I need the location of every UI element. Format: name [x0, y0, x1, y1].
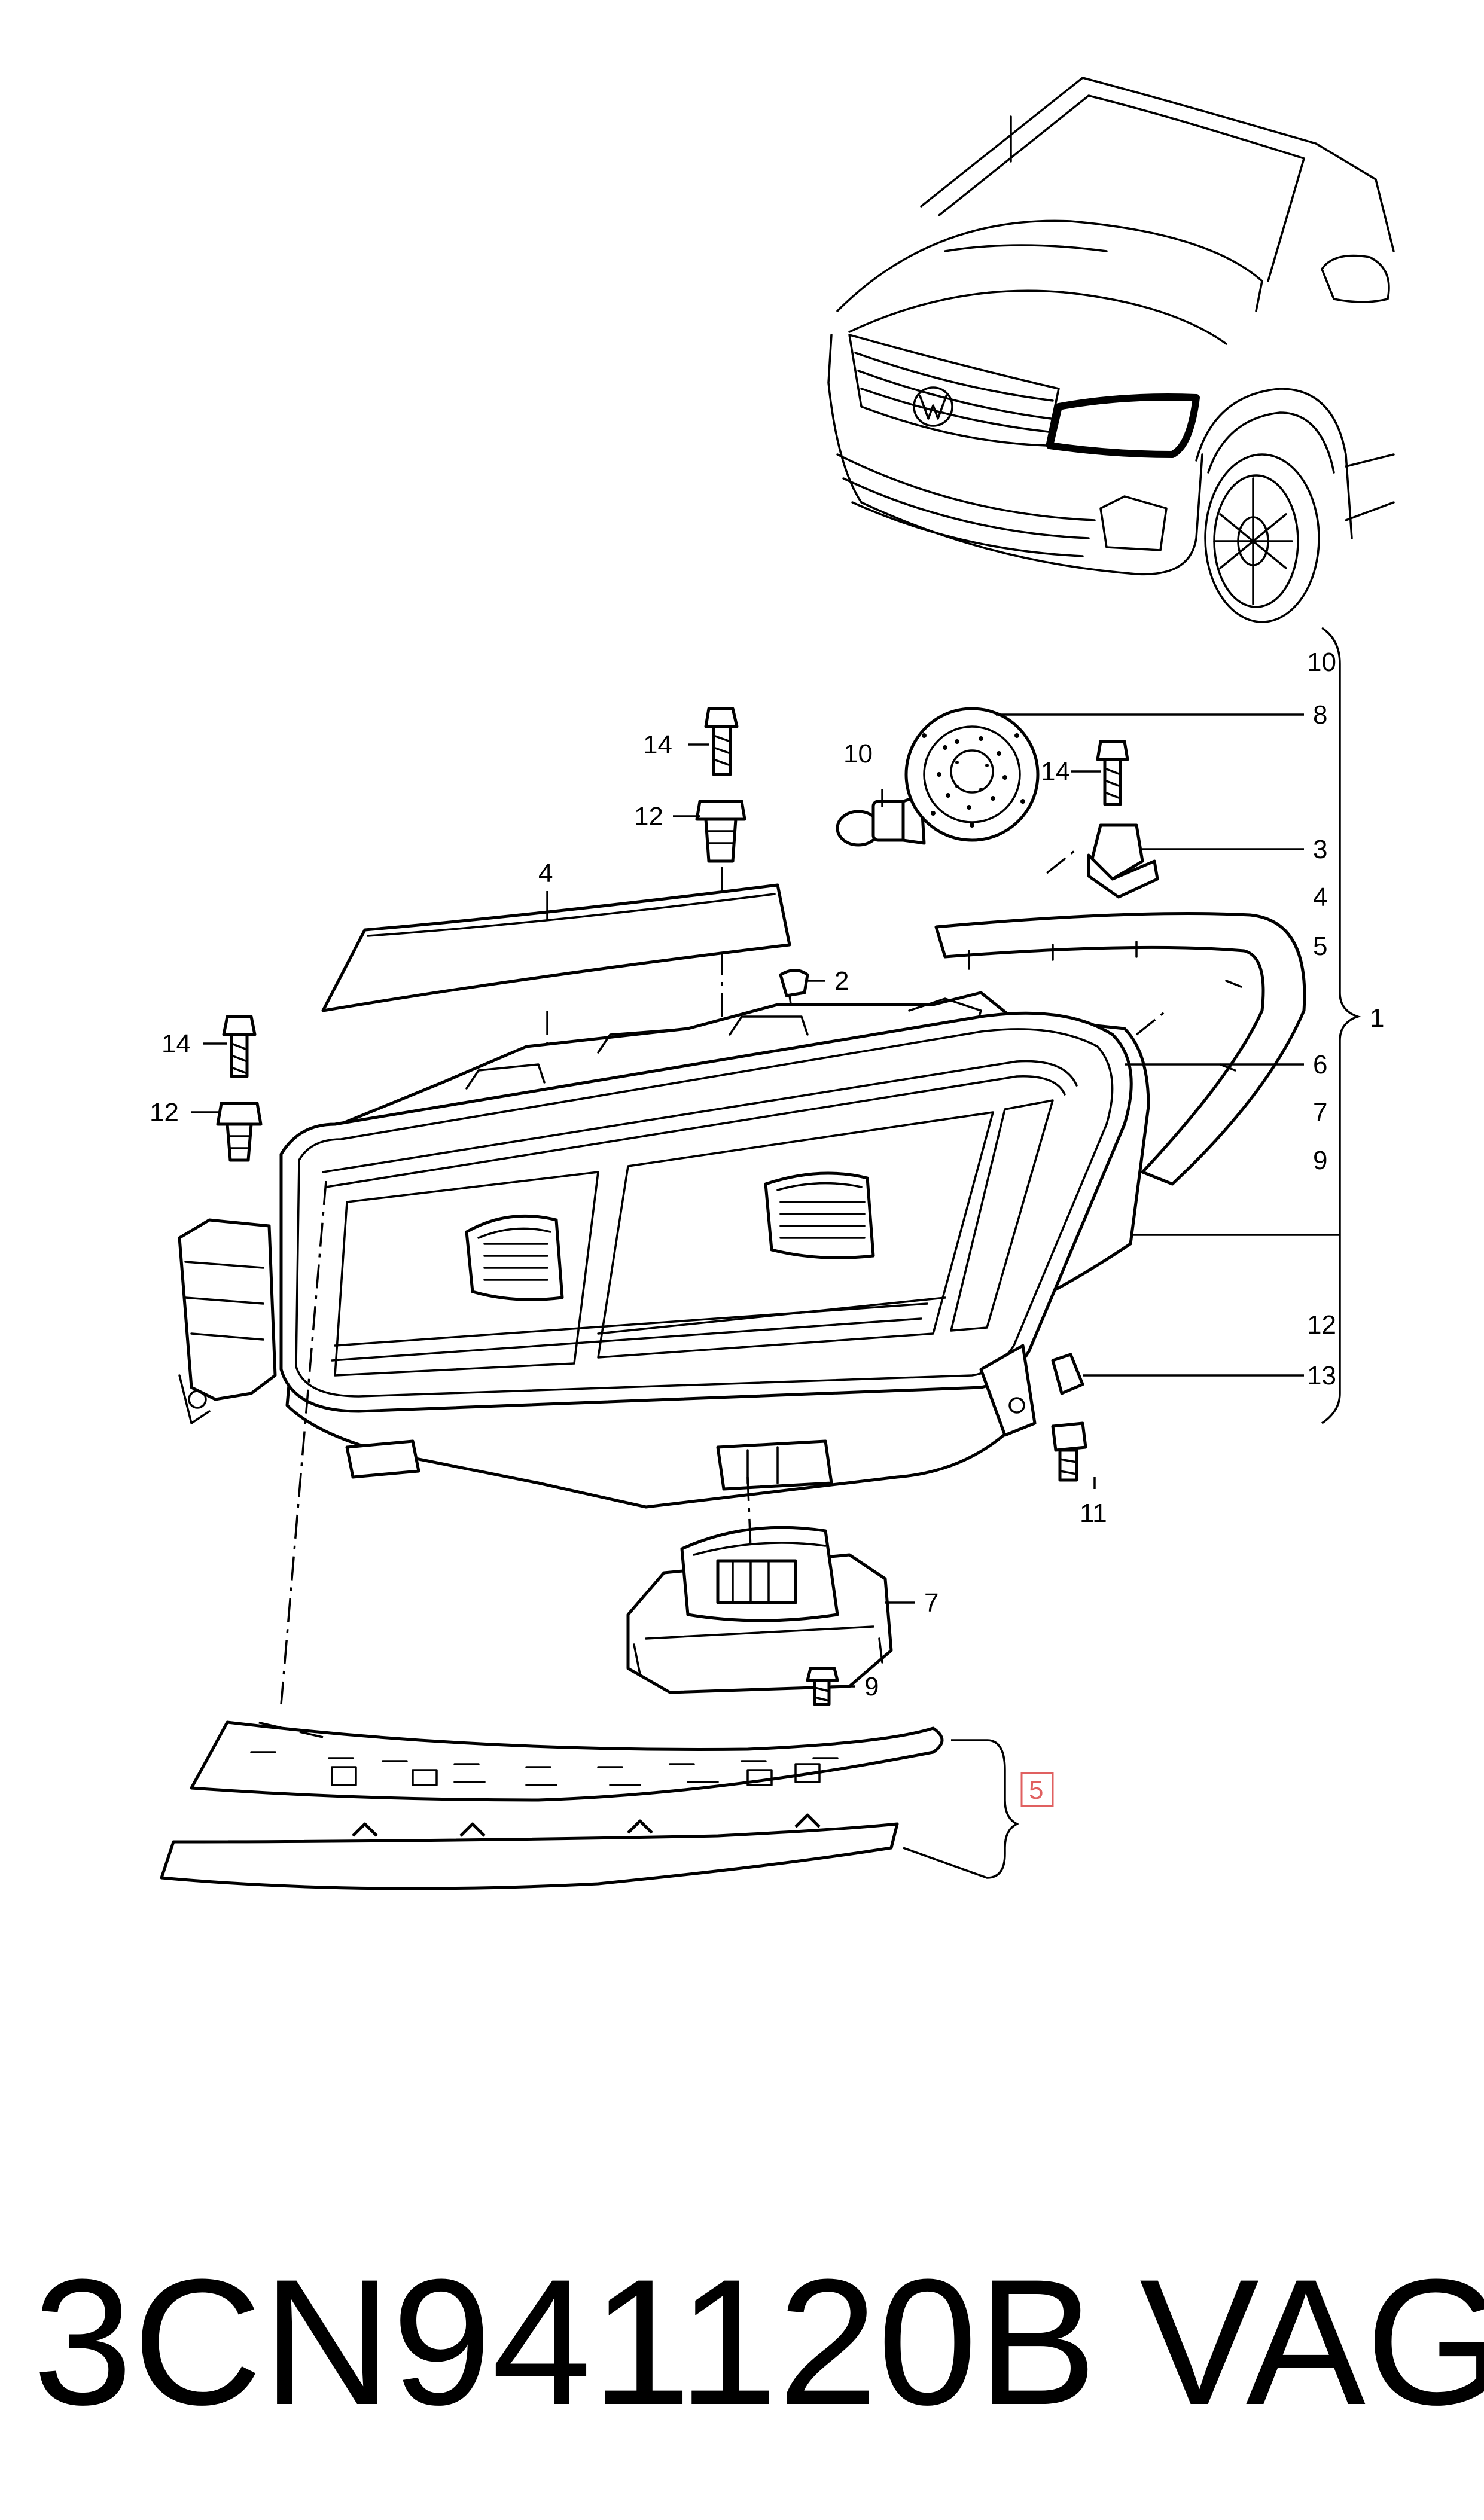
callout-3: 3 — [1313, 835, 1327, 864]
screw-part-11 — [1051, 1421, 1087, 1482]
callout-2: 2 — [834, 966, 849, 996]
callout-12-right: 12 — [1307, 1310, 1336, 1340]
screw-and-grommet-top — [695, 707, 746, 1029]
trim-strip-part — [321, 883, 791, 1106]
screw-and-clip-right — [1087, 740, 1159, 899]
callout-10: 10 — [843, 739, 873, 768]
callout-14-left: 14 — [161, 1029, 191, 1058]
clip-part-13 — [1051, 1353, 1084, 1395]
callout-leaders — [191, 713, 1304, 1688]
callout-13: 13 — [1307, 1361, 1336, 1390]
brand-label: VAG — [1139, 2241, 1484, 2442]
callout-7: 7 — [924, 1588, 938, 1618]
screw-and-grommet-left — [216, 1015, 263, 1162]
callout-6: 6 — [1313, 1050, 1327, 1079]
callout-4-right: 4 — [1313, 883, 1327, 912]
headlamp-assembly — [178, 991, 1150, 1705]
callout-9-right: 9 — [1313, 1146, 1327, 1175]
callout-1: 1 — [1370, 1003, 1384, 1033]
callout-12-top: 12 — [634, 802, 663, 831]
screw-part-9 — [806, 1667, 839, 1706]
part-number: 3CN941120B — [33, 2241, 1097, 2442]
callout-14-top: 14 — [643, 730, 672, 759]
callout-5-highlight-box — [1020, 1772, 1054, 1807]
callout-9: 9 — [864, 1672, 879, 1701]
callout-labels: 10 8 3 4 5 1 6 7 9 12 13 11 7 9 2 4 14 1… — [150, 648, 1384, 1807]
seal-strip-part — [934, 848, 1306, 1186]
callout-4-top: 4 — [538, 859, 553, 888]
callout-11: 11 — [1080, 1499, 1107, 1528]
cover-cap-part — [904, 707, 1040, 842]
callout-10-right: 10 — [1307, 648, 1336, 677]
control-unit-part — [626, 1476, 893, 1694]
callout-7-right: 7 — [1313, 1098, 1327, 1127]
callout-12-left: 12 — [150, 1098, 179, 1127]
vehicle-location-illustration — [827, 77, 1395, 623]
callout-5-right: 5 — [1313, 932, 1327, 961]
callout-5-boxed: 5 — [1029, 1775, 1043, 1805]
callout-14-mid: 14 — [1041, 757, 1070, 786]
lower-trim-parts — [160, 1720, 1019, 1890]
callout-8: 8 — [1313, 700, 1327, 730]
